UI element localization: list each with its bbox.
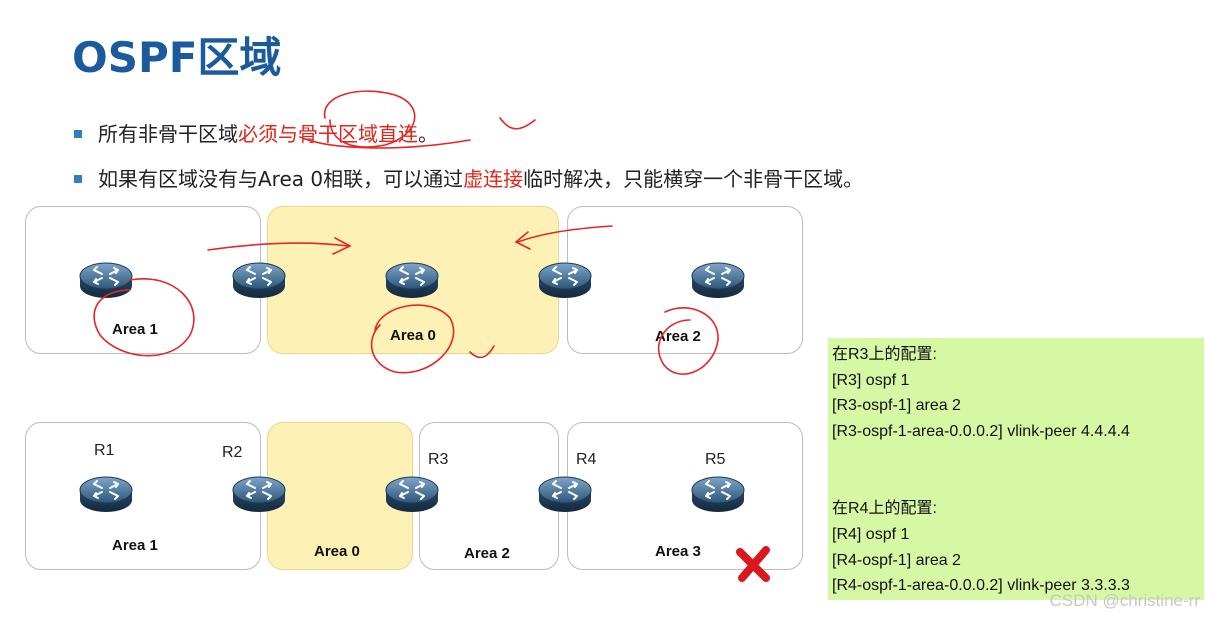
r3-config-line: [R3] ospf 1 <box>832 371 910 389</box>
top-area-1-box <box>25 206 261 354</box>
r4-config-line: [R4] ospf 1 <box>832 525 910 543</box>
top-area-2-box <box>567 206 803 354</box>
bullet-1-text: 所有非骨干区域 <box>98 122 238 146</box>
bullet-marker <box>74 129 82 138</box>
bullet-1: 所有非骨干区域必须与骨干区域直连。 <box>74 118 438 147</box>
r3-config-line: [R3-ospf-1-area-0.0.0.2] vlink-peer 4.4.… <box>832 422 1130 440</box>
bottom-area-1-label: Area 1 <box>112 537 158 554</box>
bottom-area-2-label: Area 2 <box>464 545 510 562</box>
bottom-area-3-box <box>567 422 803 570</box>
r3-config-title: 在R3上的配置: <box>832 346 937 363</box>
bullet-1-end: 。 <box>418 122 438 146</box>
bullet-marker <box>74 174 82 183</box>
r4-config-title: 在R4上的配置: <box>832 500 937 518</box>
bullet-2: 如果有区域没有与Area 0相联，可以通过虚连接临时解决，只能横穿一个非骨干区域… <box>74 163 863 192</box>
bullet-1-highlight: 必须与骨干区域直连 <box>238 122 418 146</box>
router-label-r3: R3 <box>428 451 449 468</box>
r3-config-line: [R3-ospf-1] area 2 <box>832 397 961 415</box>
page-title: OSPF区域 <box>72 33 282 82</box>
red-x-icon <box>736 546 770 582</box>
r4-config-line: [R4-ospf-1-area-0.0.0.2] vlink-peer 3.3.… <box>832 577 1130 595</box>
top-area-2-label: Area 2 <box>655 328 701 345</box>
bullet-2-end: 临时解决，只能横穿一个非骨干区域。 <box>523 167 864 191</box>
bullet-2-highlight: 虚连接 <box>463 167 524 191</box>
router-label-r2: R2 <box>222 444 243 461</box>
bottom-area-1-box <box>25 422 261 570</box>
router-label-r4: R4 <box>576 451 597 468</box>
r4-config-line: [R4-ospf-1] area 2 <box>832 551 961 569</box>
bottom-area-0-label: Area 0 <box>314 543 360 560</box>
router-label-r5: R5 <box>705 451 726 468</box>
top-area-1-label: Area 1 <box>112 321 158 338</box>
router-label-r1: R1 <box>94 442 115 459</box>
bullet-2-text: 如果有区域没有与Area 0相联，可以通过 <box>98 167 464 191</box>
watermark: CSDN @christine-rr <box>1049 591 1200 610</box>
bottom-area-3-label: Area 3 <box>655 543 701 560</box>
top-area-0-label: Area 0 <box>390 327 436 344</box>
config-panel: 在R3上的配置: [R3] ospf 1 [R3-ospf-1] area 2 … <box>828 338 1204 600</box>
